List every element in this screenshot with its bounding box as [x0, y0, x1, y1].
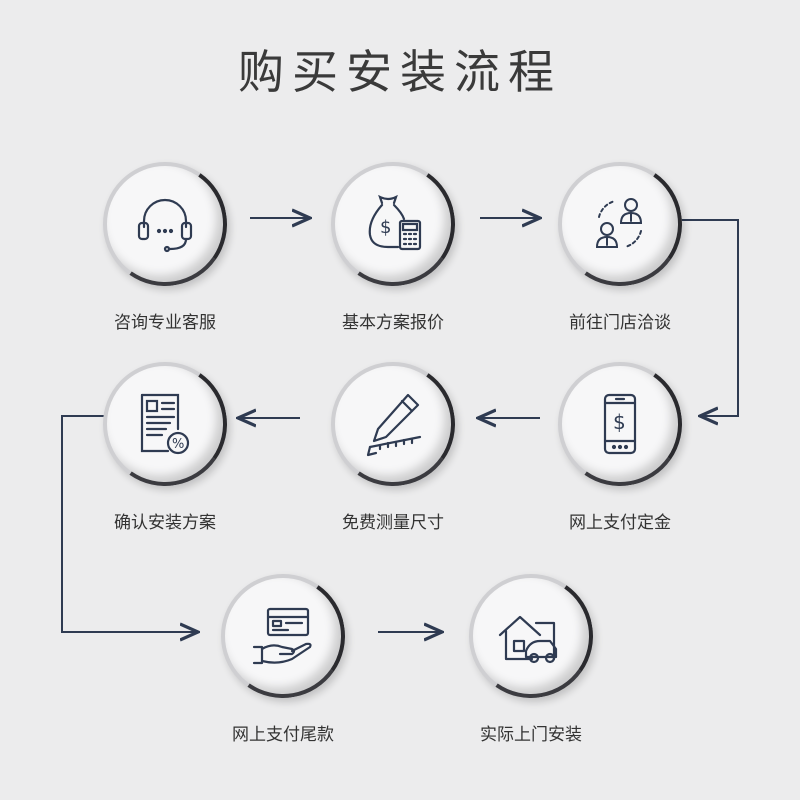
- step-circle: [93, 152, 237, 296]
- page-title: 购买安装流程: [238, 45, 562, 99]
- svg-text:$: $: [380, 217, 391, 238]
- step-circle: $: [548, 352, 692, 496]
- arrow-3-4: [680, 219, 739, 416]
- step-circle: [211, 564, 355, 708]
- svg-text:$: $: [613, 410, 626, 434]
- step-deposit: $ 网上支付定金: [525, 352, 715, 533]
- step-circle: [548, 152, 692, 296]
- step-label: 咨询专业客服: [114, 313, 216, 333]
- document-percent-icon: %: [140, 393, 190, 455]
- step-label: 基本方案报价: [342, 313, 444, 333]
- step-circle: [459, 564, 603, 708]
- house-car-icon: [498, 615, 558, 664]
- step-label: 免费测量尺寸: [342, 513, 444, 533]
- step-label: 网上支付定金: [569, 513, 671, 533]
- step-measure: 免费测量尺寸: [298, 352, 488, 533]
- step-circle: $: [321, 152, 465, 296]
- step-circle: %: [93, 352, 237, 496]
- arrow-6-7: [61, 415, 196, 632]
- step-label: 前往门店洽谈: [569, 313, 671, 333]
- step-circle: [321, 352, 465, 496]
- step-quote: $ 基本方案报价: [298, 152, 488, 333]
- smartphone-payment-icon: $: [603, 393, 637, 455]
- step-label: 确认安装方案: [114, 513, 216, 533]
- step-label: 实际上门安装: [480, 725, 582, 745]
- step-label: 网上支付尾款: [232, 725, 334, 745]
- step-installation: 实际上门安装: [436, 564, 626, 745]
- step-confirm-plan: % 确认安装方案: [70, 352, 260, 533]
- pencil-ruler-icon: [366, 393, 422, 457]
- step-store-visit: 前往门店洽谈: [525, 152, 715, 333]
- card-payment-hand-icon: [252, 607, 312, 665]
- svg-text:%: %: [172, 437, 184, 452]
- step-consult: 咨询专业客服: [70, 152, 260, 333]
- step-final-payment: 网上支付尾款: [188, 564, 378, 745]
- meeting-people-icon: [595, 198, 643, 248]
- money-bag-calculator-icon: $: [368, 194, 422, 251]
- headset-icon: [137, 198, 193, 253]
